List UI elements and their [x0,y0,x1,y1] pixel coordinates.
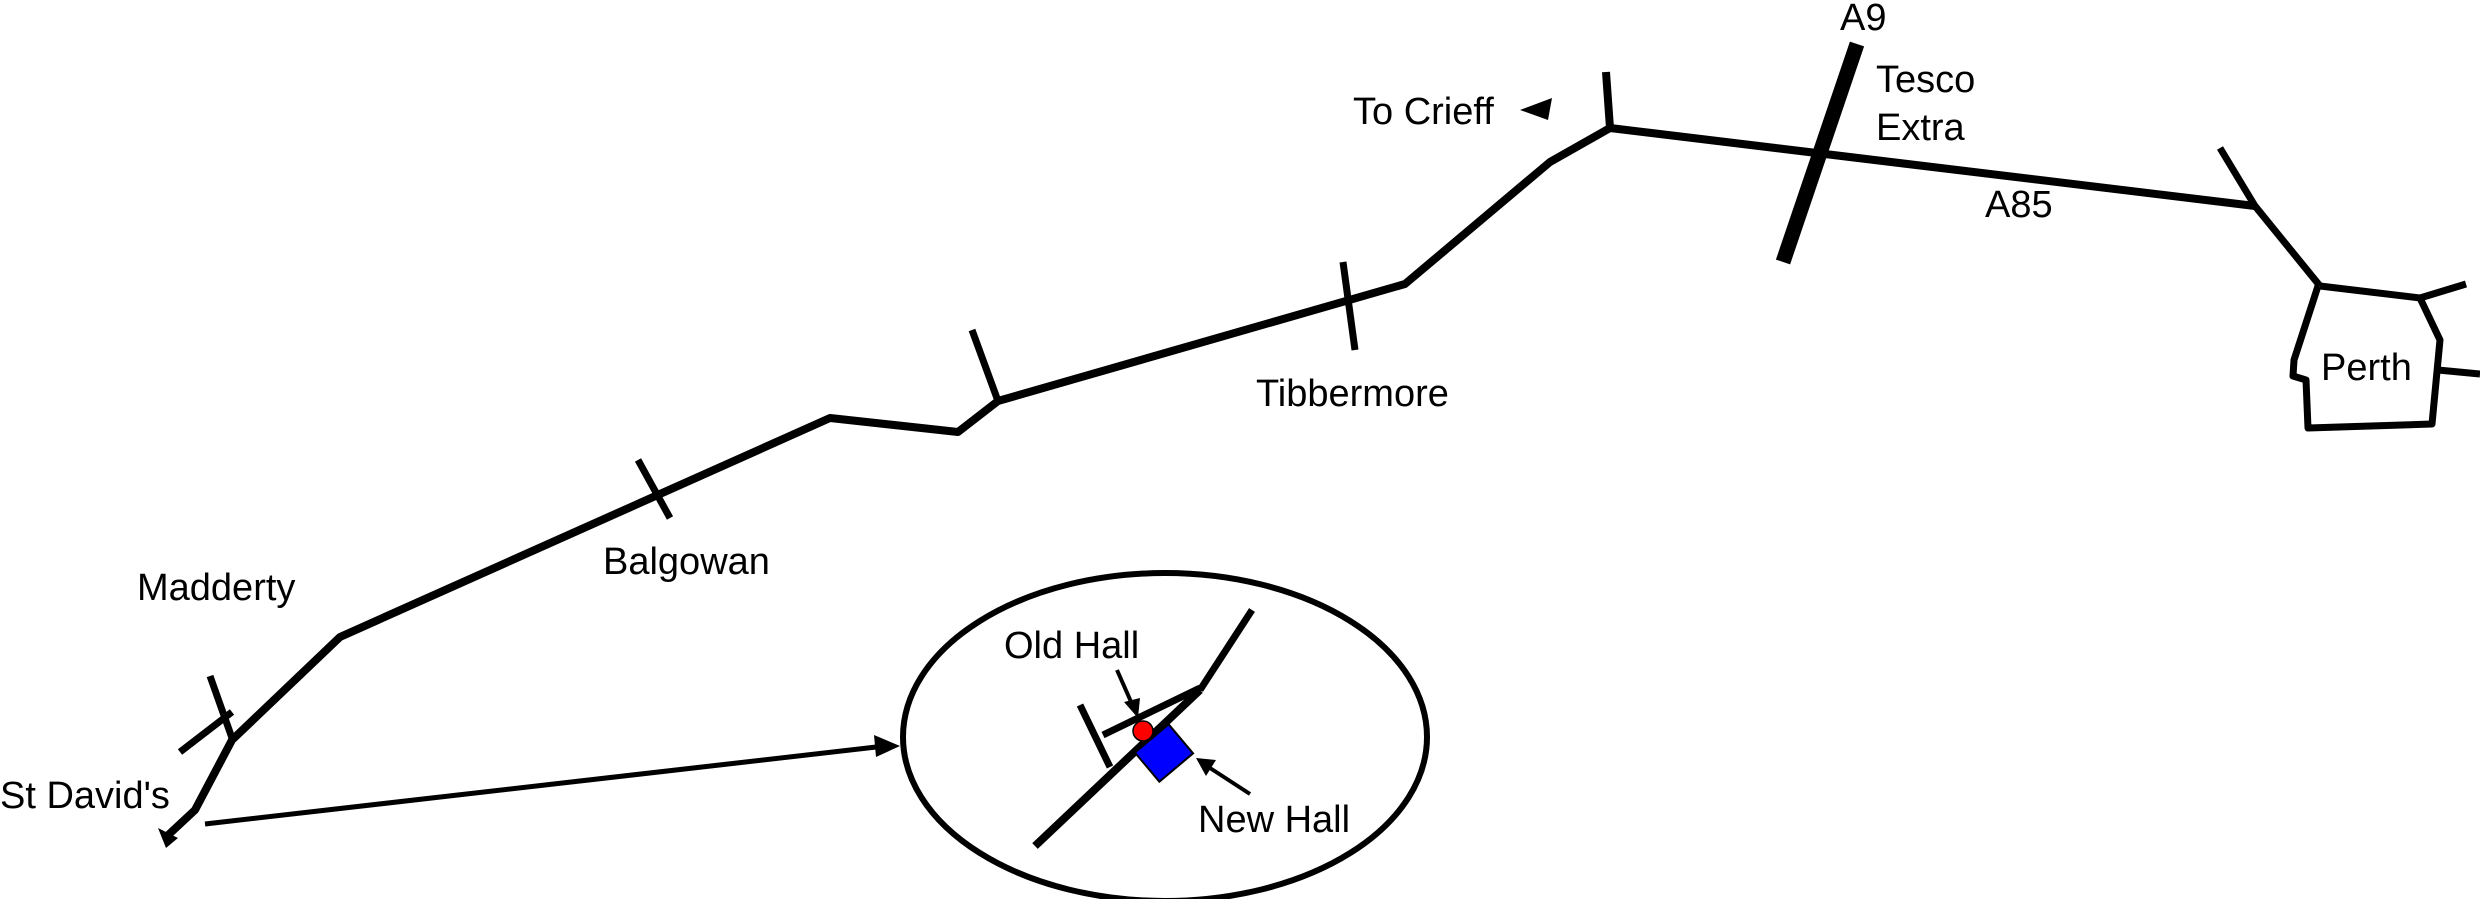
inset-side-road-2 [1076,703,1114,769]
madderty-road-west [177,709,235,755]
old-hall-label: Old Hall [1004,625,1139,667]
st-davids-marker [158,828,178,848]
inset-pointer-arrowhead [874,735,900,757]
to-crieff-arrow [1520,98,1552,120]
perth-outline [2289,282,2444,432]
perth-road-east-2 [2437,366,2480,378]
tibbermore-junction [1339,261,1359,351]
a9-road [1775,41,1865,265]
new-hall-label: New Hall [1198,799,1350,841]
inset-main-road [1032,687,1203,849]
perth-approach [2217,146,2323,289]
old-hall-arrow [1115,669,1134,705]
st-davids-label: St David's [0,775,170,817]
old-hall-marker [1132,720,1154,742]
crieff-junction-spur [1602,71,1614,129]
tesco-label-line1: Tesco [1876,59,1975,101]
perth-label: Perth [2321,347,2412,389]
balgowan-label: Balgowan [603,541,770,583]
junction-tick-mid [968,328,1002,403]
madderty-junction [206,674,236,740]
perth-road-east [2418,280,2468,302]
old-hall-arrowhead [1124,698,1140,718]
balgowan-junction [634,458,674,520]
inset-side-road [1101,684,1202,739]
tesco-label-line2: Extra [1876,107,1966,149]
inset-road-north [1197,608,1255,692]
madderty-label: Madderty [137,567,295,609]
a9-label: A9 [1840,0,1886,39]
to-crieff-label: To Crieff [1353,91,1494,133]
inset-pointer-line [204,743,886,827]
new-hall-arrow [1208,766,1252,796]
new-hall-arrowhead [1196,758,1216,776]
new-hall-marker [1133,722,1195,784]
tibbermore-label: Tibbermore [1256,373,1449,415]
main-road [162,124,2256,841]
a85-label: A85 [1985,184,2053,226]
